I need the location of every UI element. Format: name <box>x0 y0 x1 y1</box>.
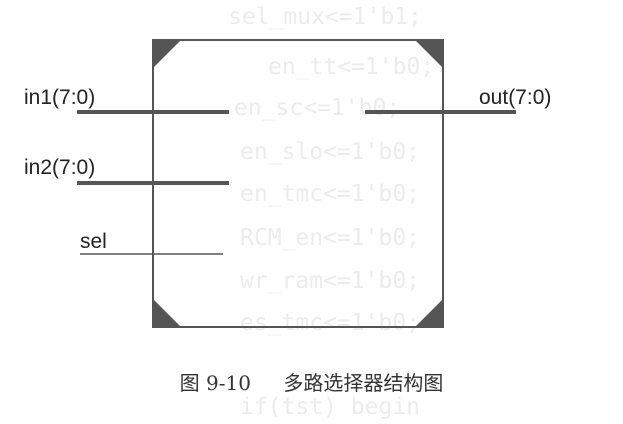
corner-marker-bottom-left <box>153 299 181 327</box>
sel-label: sel <box>80 230 107 253</box>
in1-label: in1(7:0) <box>24 86 96 109</box>
figure-number: 图 9-10 <box>179 371 251 395</box>
figure-caption: 图 9-10 多路选择器结构图 <box>0 367 623 396</box>
corner-marker-bottom-right <box>415 299 443 327</box>
in2-label: in2(7:0) <box>24 156 96 179</box>
figure-title: 多路选择器结构图 <box>283 371 444 395</box>
out-label: out(7:0) <box>479 86 552 109</box>
corner-marker-top-right <box>415 40 443 68</box>
corner-marker-top-left <box>153 40 181 68</box>
